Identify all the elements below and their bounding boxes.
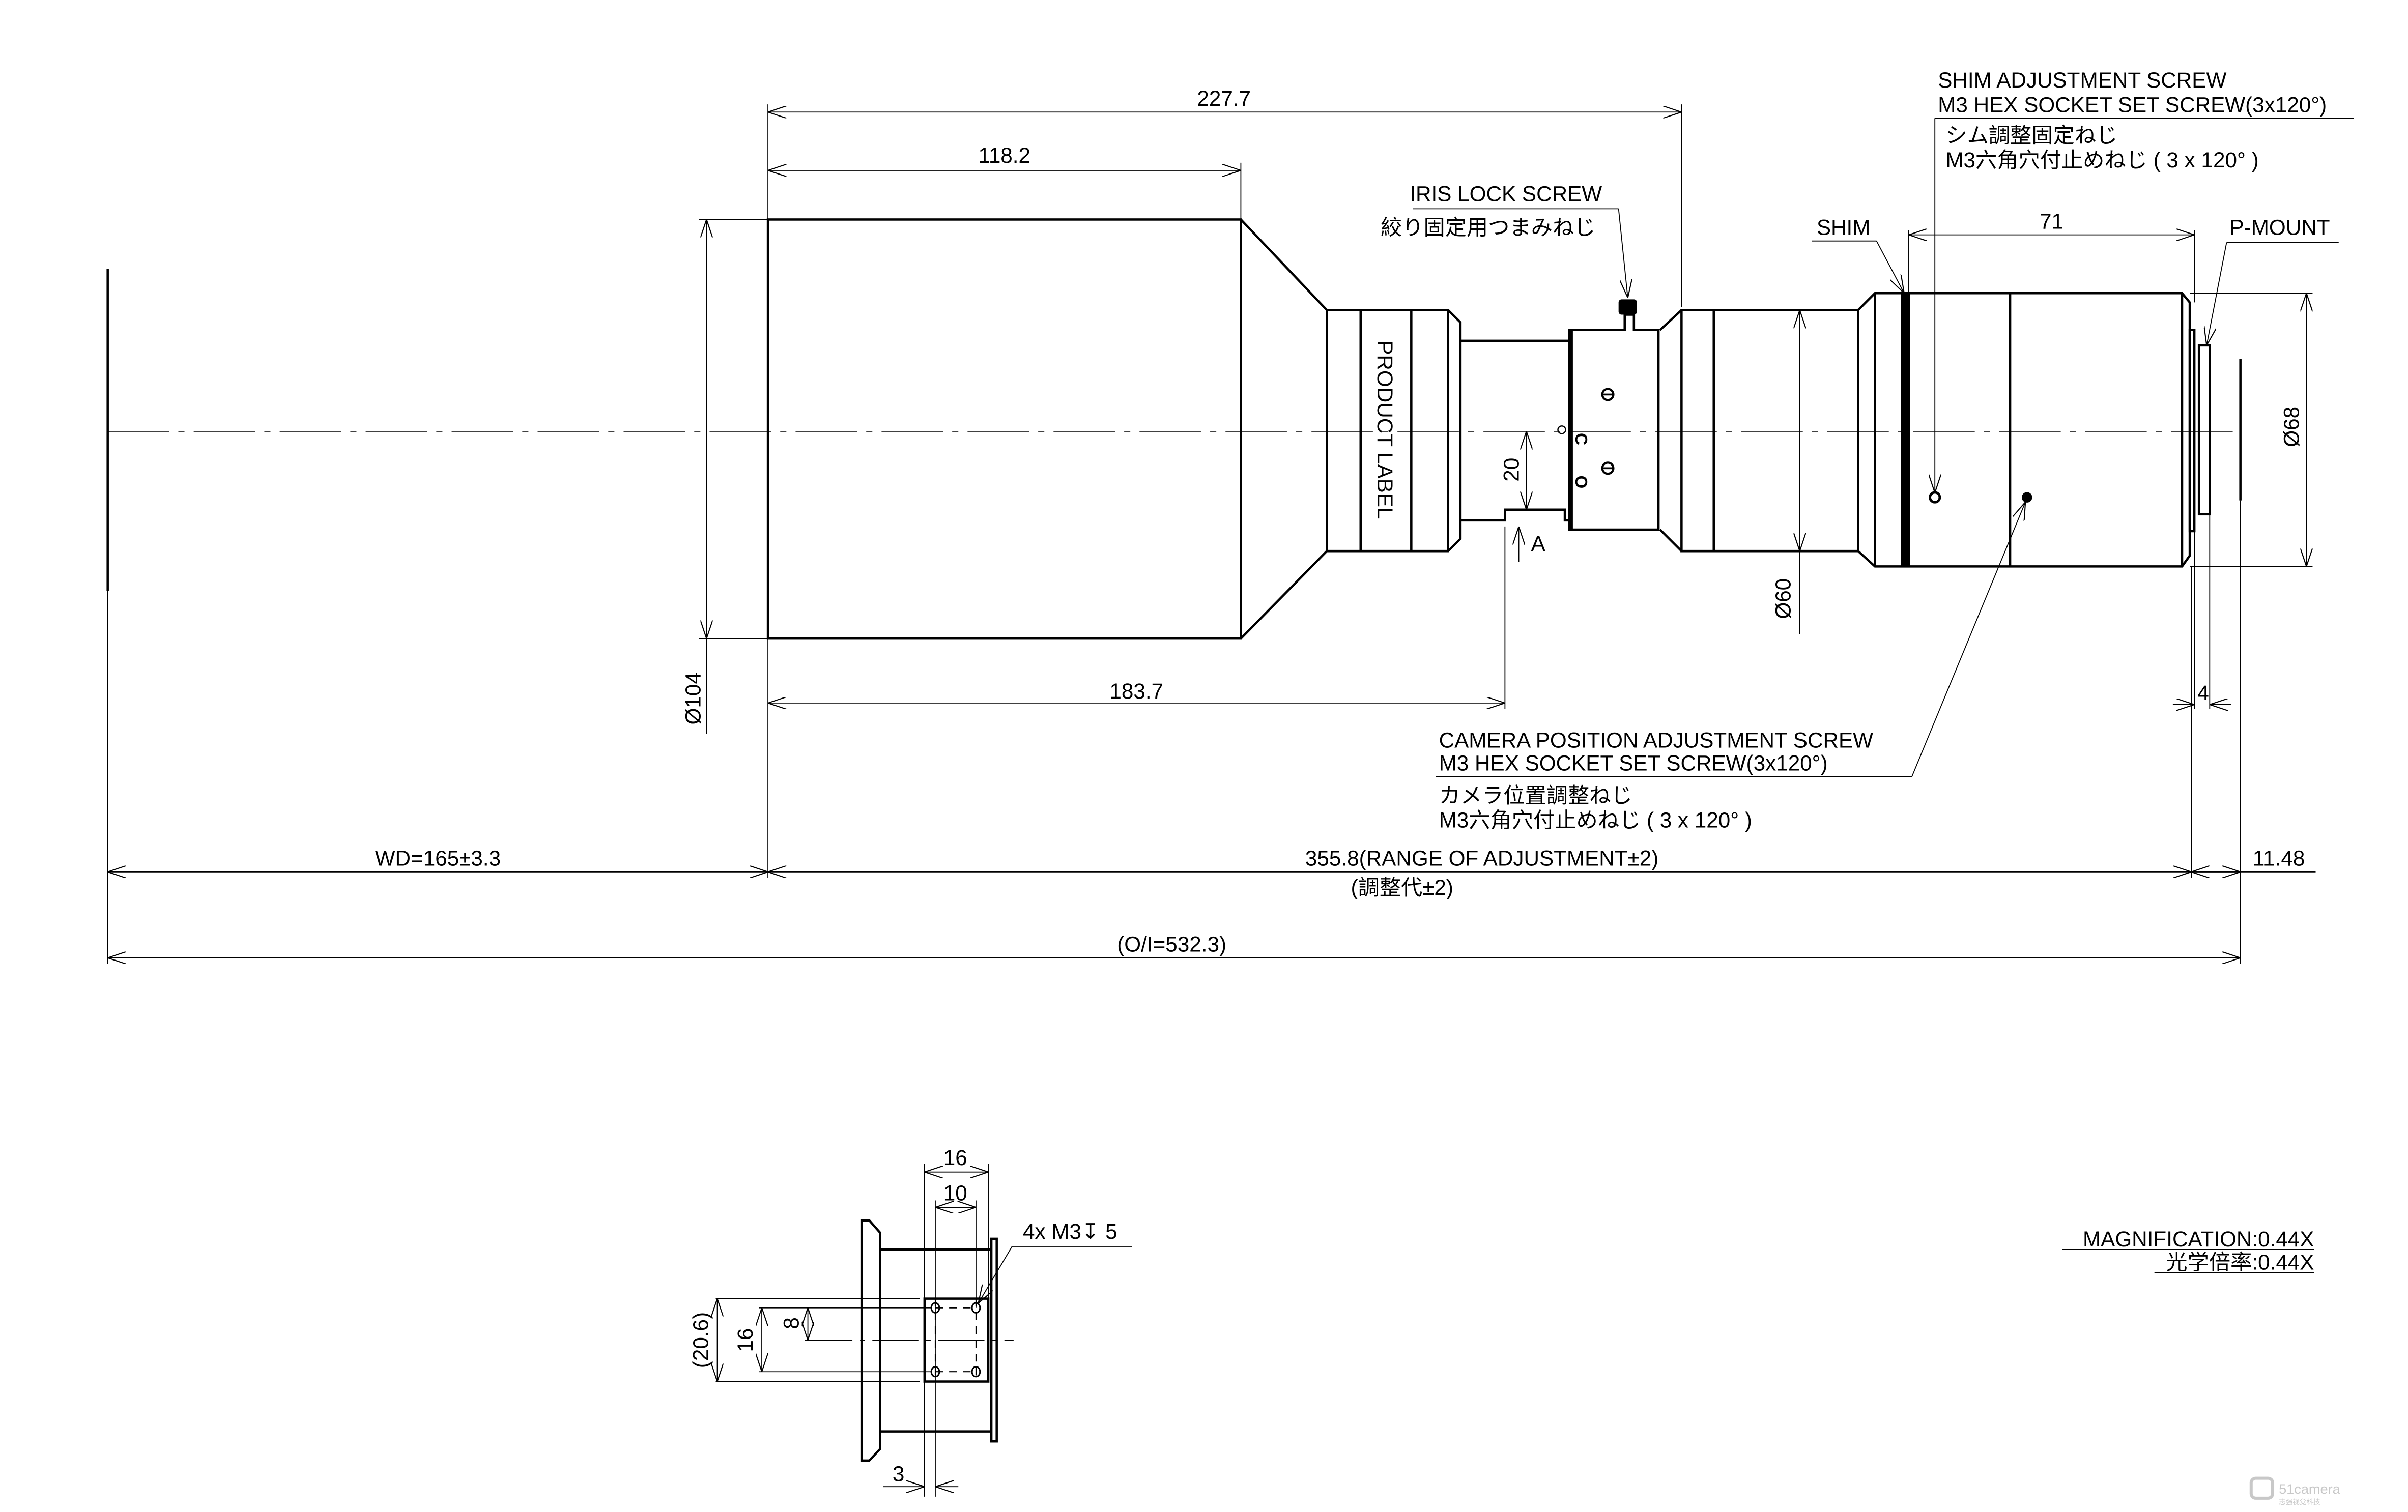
callout-text-jp: カメラ位置調整ねじ: [1439, 783, 1632, 807]
iris-close-mark: C: [1571, 433, 1590, 445]
detail-dim-20-6: (20.6): [689, 1312, 712, 1368]
dim-text: Ø68: [2279, 406, 2303, 447]
dimension-diameter-68: Ø68: [2279, 293, 2306, 567]
dim-text: 118.2: [978, 143, 1030, 167]
callout-shim: SHIM: [1812, 216, 1904, 294]
detail-dim-16: 16: [943, 1146, 967, 1170]
dim-text: 355.8(RANGE OF ADJUSTMENT±2): [1305, 847, 1658, 870]
iris-lock-screw-head: [1618, 299, 1637, 315]
thread-callout: 4x M3↧ 5: [1023, 1219, 1117, 1243]
dimension-11-48: 11.48: [2191, 847, 2316, 872]
callout-text-jp: M3六角穴付止めねじ ( 3 x 120° ): [1439, 808, 1752, 832]
dim-text: 227.7: [1197, 86, 1251, 110]
front-cone: [1240, 218, 1328, 639]
dimension-20: 20: [1500, 431, 1527, 510]
iris-screw-icon: [1601, 461, 1615, 475]
camera-adjustment-screw-icon: [2021, 492, 2032, 503]
lens-body: C O PRODUCT LABEL: [766, 218, 2242, 640]
dim-text: Ø60: [1771, 578, 1795, 619]
callout-text: M3 HEX SOCKET SET SCREW(3x120°): [1938, 93, 2327, 117]
callout-text: IRIS LOCK SCREW: [1410, 182, 1602, 206]
callout-text: P-MOUNT: [2230, 216, 2330, 240]
dim-text: 20: [1500, 458, 1524, 482]
label-ring: [1326, 309, 1462, 553]
callout-text-jp: シム調整固定ねじ: [1945, 124, 2117, 148]
callout-text: SHIM: [1817, 216, 1871, 240]
callout-shim-adjustment-screw: SHIM ADJUSTMENT SCREW M3 HEX SOCKET SET …: [1935, 68, 2354, 493]
extension-lines: [107, 104, 2313, 964]
reference-a: A: [1519, 526, 1546, 562]
detail-left-flange: [860, 1219, 881, 1462]
iris-screw-icon: [1601, 388, 1615, 401]
rear-ring: [1680, 309, 1859, 553]
dim-text: 183.7: [1109, 679, 1163, 703]
dimension-oi: (O/I=532.3): [107, 933, 2241, 958]
product-label-area: PRODUCT LABEL: [1373, 340, 1397, 519]
iris-neck: [1460, 339, 1570, 522]
ref-a-label: A: [1531, 532, 1546, 556]
watermark-subtitle: 志强视觉科技: [2279, 1498, 2320, 1506]
iris-ring-markings: C O: [1557, 388, 1615, 489]
rear-cone: [1659, 309, 1682, 552]
magnification-en: MAGNIFICATION:0.44X: [2083, 1227, 2314, 1251]
front-barrel: [766, 218, 1242, 640]
shim-adjustment-screw-icon: [1929, 491, 1941, 504]
dimension-wd: WD=165±3.3: [107, 847, 768, 872]
iris-ring: [1568, 313, 1660, 531]
p-mount-flange: [2197, 344, 2211, 516]
mount-plate: [2188, 329, 2196, 533]
dim-text: WD=165±3.3: [375, 847, 501, 870]
detail-dim-8: 8: [779, 1317, 803, 1329]
index-dot-icon: [1557, 425, 1566, 434]
iris-open-mark: O: [1571, 476, 1590, 489]
callout-text: CAMERA POSITION ADJUSTMENT SCREW: [1439, 728, 1874, 752]
magnification-jp: 光学倍率:0.44X: [2166, 1250, 2314, 1274]
magnification-note: MAGNIFICATION:0.44X 光学倍率:0.44X: [2062, 1227, 2314, 1274]
dimension-4: 4: [2172, 681, 2231, 705]
dimension-118-2: 118.2: [768, 143, 1241, 170]
callout-iris-lock-screw: IRIS LOCK SCREW 絞り固定用つまみねじ: [1381, 182, 1628, 298]
dim-text: 11.48: [2253, 847, 2305, 870]
callout-text: M3 HEX SOCKET SET SCREW(3x120°): [1439, 751, 1828, 775]
callout-camera-position-screw: CAMERA POSITION ADJUSTMENT SCREW M3 HEX …: [1436, 502, 2026, 832]
dimension-71: 71: [1908, 210, 2195, 235]
watermark-logo: 51camera 志强视觉科技: [2249, 1476, 2341, 1506]
shim: [1901, 293, 1910, 567]
dimension-diameter-60: Ø60: [1771, 310, 1800, 619]
hole-icon: [971, 1366, 981, 1378]
mount-detail-view: 16 10 (20.6) 16 8 3 4x M3↧ 5: [689, 1146, 1132, 1497]
dimension-183-7: 183.7: [768, 679, 1505, 703]
dimension-diameter-104: Ø104: [681, 219, 706, 734]
callout-text: SHIM ADJUSTMENT SCREW: [1938, 68, 2226, 92]
camera-logo-icon: [2249, 1476, 2275, 1500]
dim-text: 4: [2197, 681, 2209, 705]
watermark-brand: 51camera: [2279, 1481, 2341, 1497]
callout-text-jp: M3六角穴付止めねじ ( 3 x 120° ): [1945, 148, 2258, 172]
callout-text-jp: 絞り固定用つまみねじ: [1381, 216, 1595, 240]
dim-text: 71: [2040, 210, 2063, 234]
dim-text-jp: (調整代±2): [1351, 876, 1453, 899]
detail-dim-3: 3: [893, 1462, 905, 1486]
dim-text: (O/I=532.3): [1117, 933, 1226, 956]
callout-p-mount: P-MOUNT: [2206, 216, 2339, 345]
dim-text: Ø104: [681, 672, 705, 724]
dimension-227-7: 227.7: [768, 86, 1682, 112]
dimension-355-8: 355.8(RANGE OF ADJUSTMENT±2) (調整代±2): [768, 847, 2192, 899]
detail-dim-10: 10: [943, 1181, 967, 1205]
detail-dim-16-vertical: 16: [733, 1328, 757, 1352]
